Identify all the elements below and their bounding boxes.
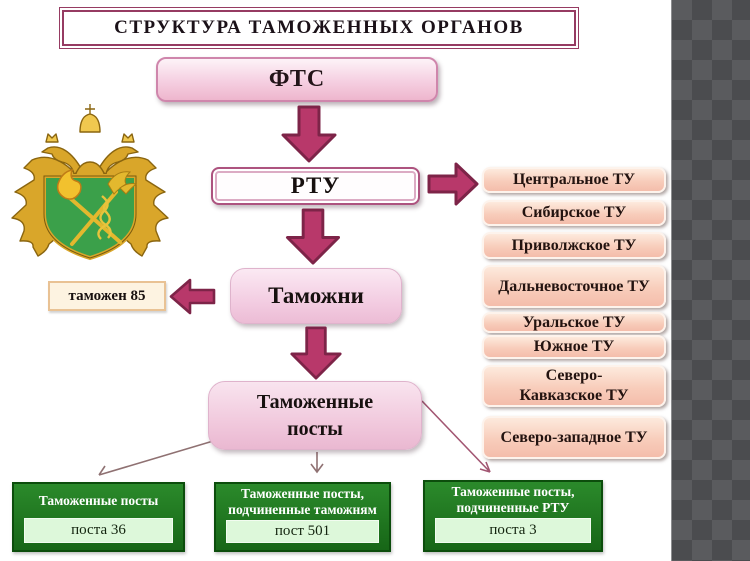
list-item-ural-tu: Уральское ТУ xyxy=(482,312,666,333)
post-type-title: Таможенные посты xyxy=(38,493,159,508)
customs-coat-of-arms-icon xyxy=(11,104,169,261)
regional-administrations-list: Центральное ТУ Сибирское ТУ Приволжское … xyxy=(482,167,666,467)
node-customs-posts-label: Таможенные посты xyxy=(256,390,374,440)
node-fts-label: ФТС xyxy=(268,66,326,92)
post-type-box-direct: Таможенные посты поста 36 xyxy=(12,482,185,552)
list-item-label: Приволжское ТУ xyxy=(511,236,637,254)
arrow-right-icon xyxy=(427,162,479,206)
list-item-southern-tu: Южное ТУ xyxy=(482,335,666,359)
list-item-volga-tu: Приволжское ТУ xyxy=(482,232,666,259)
arrow-down-icon xyxy=(285,208,341,265)
node-fts: ФТС xyxy=(156,57,438,102)
diagram-title: СТРУКТУРА ТАМОЖЕННЫХ ОРГАНОВ xyxy=(62,10,576,46)
list-item-north-caucasian-tu: Северо-Кавказское ТУ xyxy=(482,365,666,407)
node-rtu-label: РТУ xyxy=(290,173,341,198)
post-type-title: Таможенные посты, подчиненные таможням xyxy=(228,486,377,517)
post-type-count: пост 501 xyxy=(226,520,379,543)
post-type-box-under-rtu: Таможенные посты, подчиненные РТУ поста … xyxy=(423,480,603,552)
list-item-central-tu: Центральное ТУ xyxy=(482,167,666,193)
arrow-down-icon xyxy=(290,326,342,380)
list-item-fareast-tu: Дальневосточное ТУ xyxy=(482,265,666,308)
diamond-pattern-sidebar xyxy=(671,0,750,561)
list-item-siberian-tu: Сибирское ТУ xyxy=(482,200,666,226)
list-item-label: Северо-западное ТУ xyxy=(500,428,648,446)
list-item-label: Сибирское ТУ xyxy=(521,204,627,221)
customs-count-label: таможен 85 xyxy=(68,287,146,304)
list-item-label: Дальневосточное ТУ xyxy=(498,277,650,295)
node-customs-label: Таможни xyxy=(268,283,364,308)
list-item-label: Северо-Кавказское ТУ xyxy=(519,367,629,404)
node-rtu: РТУ xyxy=(211,167,420,205)
list-item-label: Центральное ТУ xyxy=(512,171,636,188)
customs-count-box: таможен 85 xyxy=(48,281,166,311)
post-type-box-under-customs: Таможенные посты, подчиненные таможням п… xyxy=(214,482,391,552)
list-item-label: Южное ТУ xyxy=(533,338,615,355)
arrow-down-icon xyxy=(281,105,337,163)
list-item-north-western-tu: Северо-западное ТУ xyxy=(482,416,666,459)
arrow-left-icon xyxy=(169,278,216,315)
list-item-label: Уральское ТУ xyxy=(522,313,626,331)
post-type-count: поста 36 xyxy=(24,518,173,543)
node-customs: Таможни xyxy=(230,268,402,324)
post-type-title: Таможенные посты, подчиненные РТУ xyxy=(451,484,575,515)
diagram-title-text: СТРУКТУРА ТАМОЖЕННЫХ ОРГАНОВ xyxy=(114,17,524,38)
node-customs-posts: Таможенные посты xyxy=(208,381,422,450)
post-type-count: поста 3 xyxy=(435,518,591,543)
